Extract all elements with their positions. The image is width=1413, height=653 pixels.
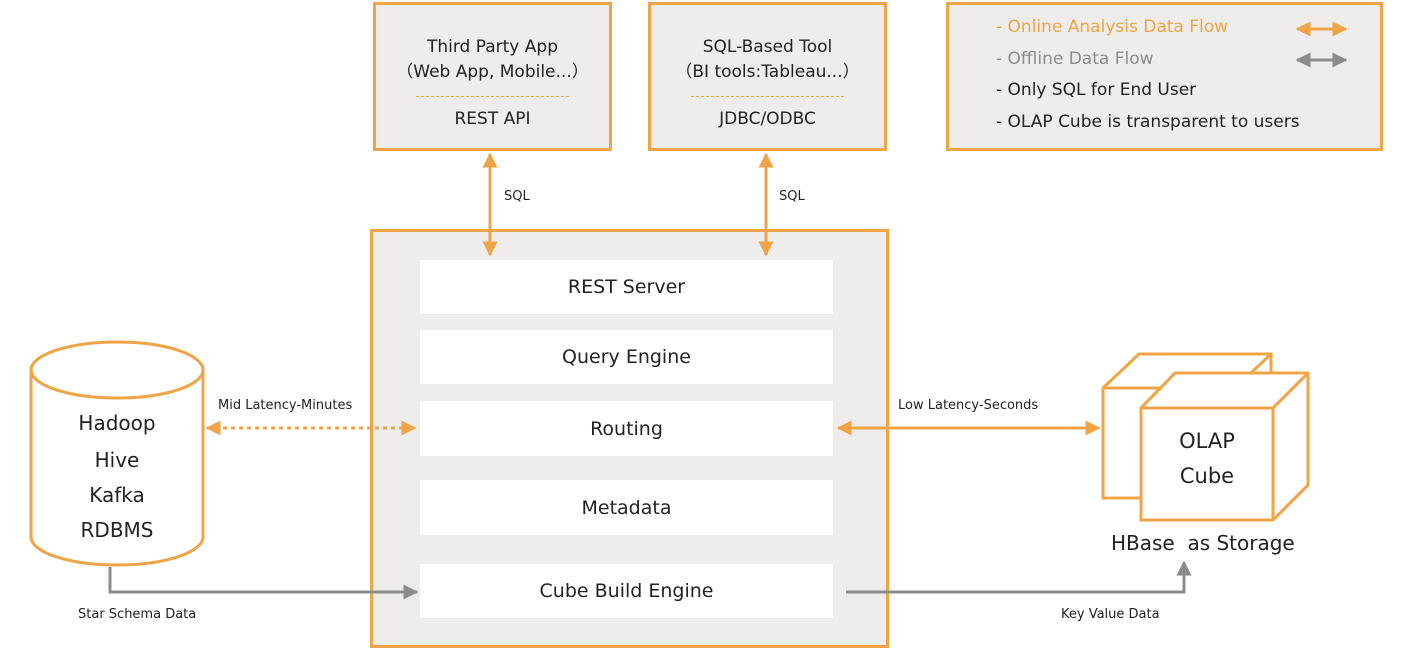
sql-based-tool-box: SQL-Based Tool （BI tools:Tableau...） JDB… xyxy=(648,2,887,151)
jdbc-odbc-label: JDBC/ODBC xyxy=(719,109,816,129)
cube-label-cube: Cube xyxy=(1179,464,1235,488)
sql-based-tool-title: SQL-Based Tool xyxy=(702,37,833,57)
rest-api-label: REST API xyxy=(454,109,531,129)
third-party-app-subtitle: （Web App, Mobile...） xyxy=(396,62,589,82)
key-value-arrow xyxy=(846,560,1192,594)
low-latency-label: Low Latency-Seconds xyxy=(898,398,1039,413)
sql-label-right: SQL xyxy=(779,189,805,204)
layer-rest-server: REST Server xyxy=(420,260,833,314)
source-hadoop: Hadoop xyxy=(78,411,156,435)
third-party-app-title: Third Party App xyxy=(426,37,558,57)
sql-based-tool-subtitle: （BI tools:Tableau...） xyxy=(675,62,860,82)
cube-label-olap: OLAP xyxy=(1179,429,1235,453)
layer-metadata: Metadata xyxy=(420,480,833,535)
hbase-storage-caption: HBase as Storage xyxy=(1111,531,1295,555)
legend-note-transparent: - OLAP Cube is transparent to users xyxy=(996,112,1300,132)
third-party-app-box: Third Party App （Web App, Mobile...） RES… xyxy=(373,2,612,151)
sql-label-left: SQL xyxy=(504,189,530,204)
mid-latency-label: Mid Latency-Minutes xyxy=(218,398,353,413)
legend-offline-label: - Offline Data Flow xyxy=(996,49,1154,69)
source-rdbms: RDBMS xyxy=(80,518,154,542)
key-value-label: Key Value Data xyxy=(1061,607,1160,622)
legend-online-label: - Online Analysis Data Flow xyxy=(996,17,1229,37)
layer-routing: Routing xyxy=(420,401,833,456)
third-party-app-divider xyxy=(416,96,569,97)
star-schema-arrow xyxy=(108,567,419,600)
star-schema-label: Star Schema Data xyxy=(78,607,197,622)
legend-note-sql: - Only SQL for End User xyxy=(996,80,1197,100)
source-kafka: Kafka xyxy=(89,483,145,507)
sql-based-tool-divider xyxy=(691,96,844,97)
layer-query-engine: Query Engine xyxy=(420,330,833,384)
olap-cube-front xyxy=(1139,371,1310,522)
source-hive: Hive xyxy=(94,448,140,472)
layer-cube-build-engine: Cube Build Engine xyxy=(420,564,833,618)
hadoop-cylinder xyxy=(29,340,205,567)
